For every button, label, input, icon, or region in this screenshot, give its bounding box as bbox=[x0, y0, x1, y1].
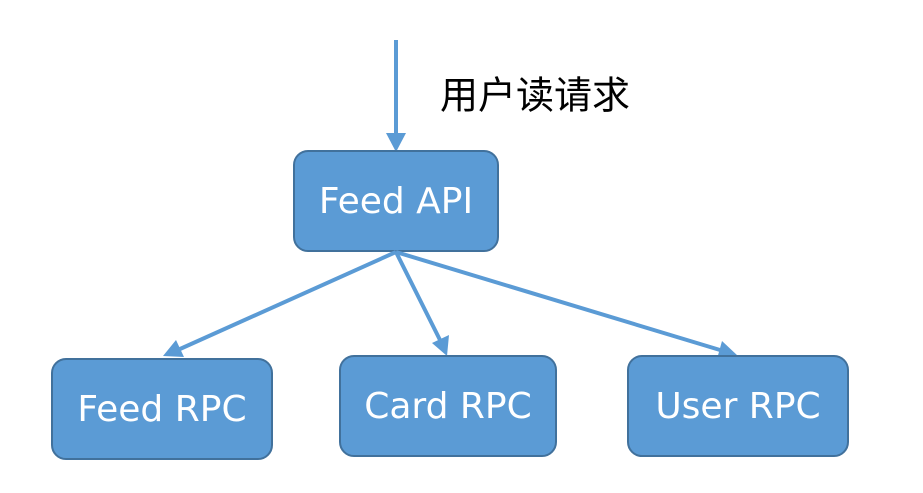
edge-line-user-rpc bbox=[395, 250, 721, 352]
feed-rpc-node: Feed RPC bbox=[51, 358, 273, 460]
edge-line-card-rpc bbox=[394, 251, 442, 341]
card-rpc-node: Card RPC bbox=[339, 355, 557, 457]
incoming-request-arrow bbox=[386, 40, 406, 152]
user-rpc-label: User RPC bbox=[655, 386, 820, 427]
edge-feed-api-to-card-rpc bbox=[394, 251, 449, 356]
user-rpc-box bbox=[627, 355, 849, 457]
edge-feed-api-to-feed-rpc bbox=[163, 250, 397, 357]
incoming-request-arrowhead bbox=[386, 133, 406, 152]
feed-rpc-box bbox=[51, 358, 273, 460]
user-rpc-node: User RPC bbox=[627, 355, 849, 457]
feed-rpc-label: Feed RPC bbox=[77, 389, 246, 430]
card-rpc-label: Card RPC bbox=[364, 386, 532, 427]
card-rpc-box bbox=[339, 355, 557, 457]
edge-feed-api-to-user-rpc bbox=[395, 250, 738, 359]
edge-line-feed-rpc bbox=[179, 250, 397, 351]
arrowhead-feed-rpc bbox=[163, 340, 184, 357]
feed-api-node: Feed API bbox=[293, 150, 499, 252]
arrowhead-user-rpc bbox=[717, 341, 738, 359]
feed-api-box bbox=[293, 150, 499, 252]
arrowhead-card-rpc bbox=[432, 335, 449, 356]
feed-api-label: Feed API bbox=[319, 181, 473, 222]
user-read-request-label: 用户读请求 bbox=[440, 74, 630, 118]
